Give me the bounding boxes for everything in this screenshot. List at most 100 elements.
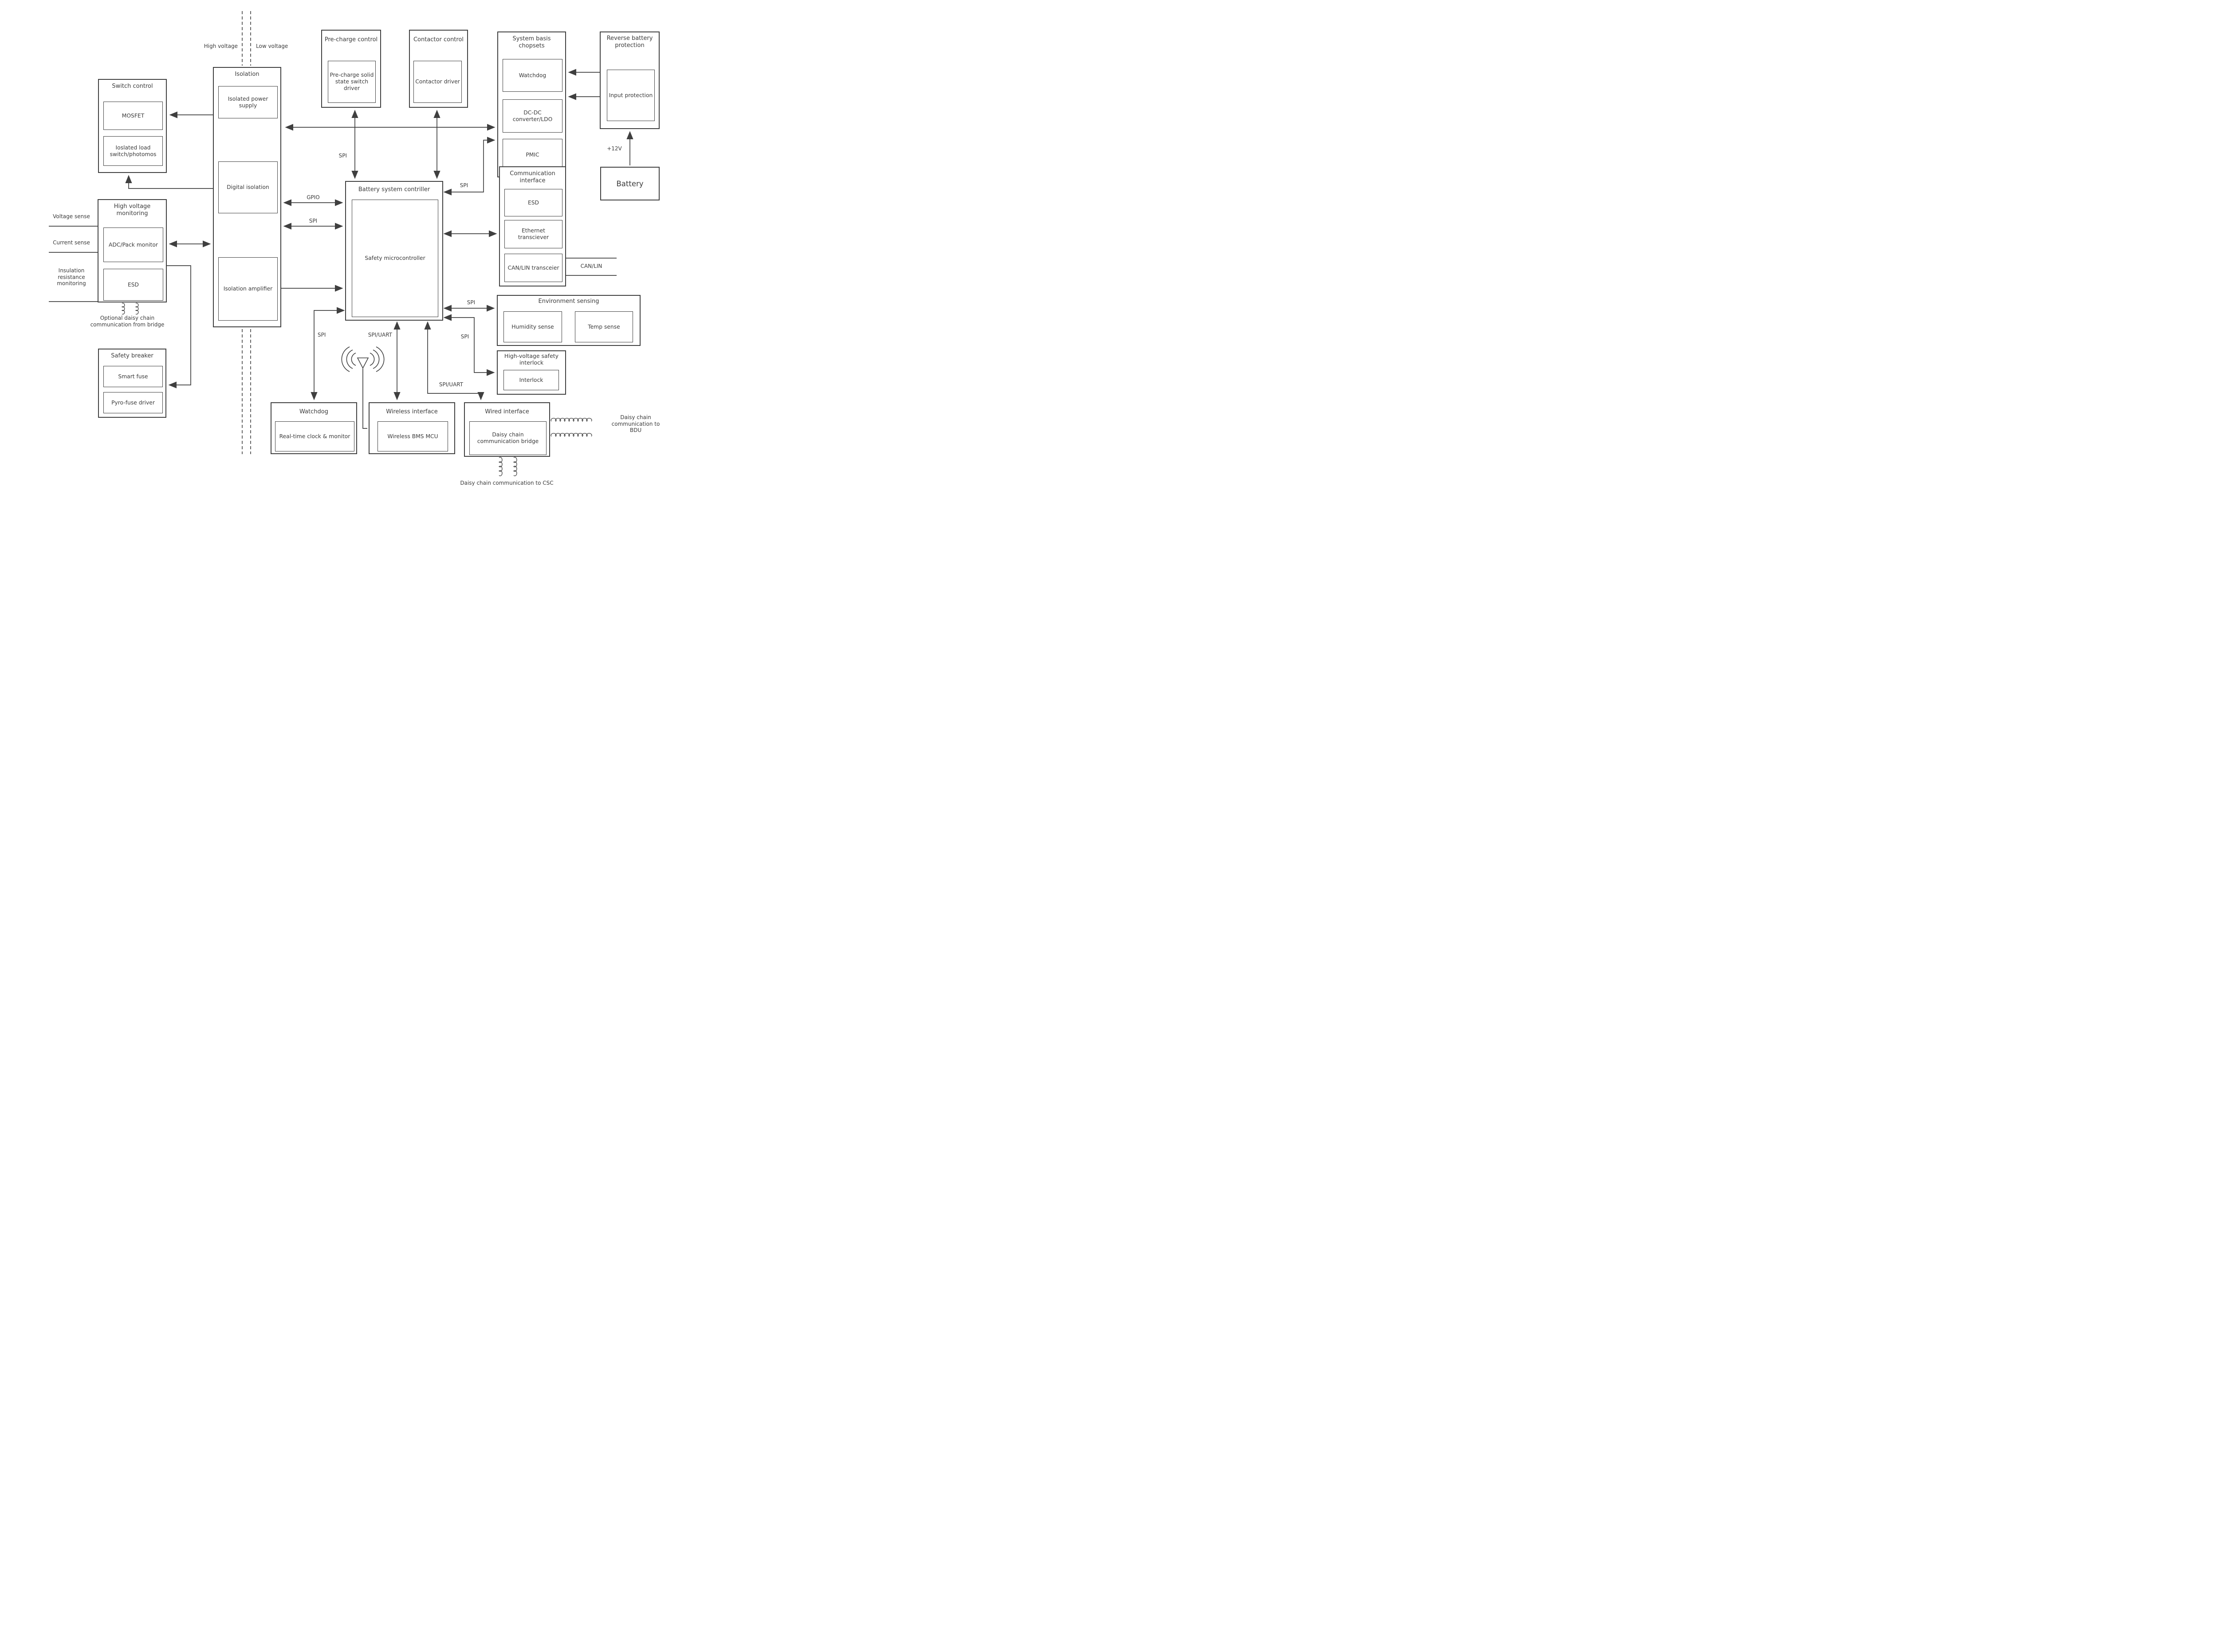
pre-charge-driver-label: Pre-charge solid state switch driver — [330, 72, 374, 91]
antenna-arc-left-2 — [346, 349, 353, 369]
pmic-box: PMIC — [503, 139, 562, 171]
high-voltage-zone-label: High voltage — [204, 43, 238, 49]
optional-daisy-chain-label: Optional daisy chain communication from … — [90, 315, 165, 328]
pre-charge-control-title: Pre-charge control — [324, 36, 378, 43]
plus-12v-label: +12V — [607, 145, 622, 152]
wireless-interface-title: Wireless interface — [386, 408, 438, 415]
comm-esd-box: ESD — [504, 189, 562, 216]
sbc-watchdog-box: Watchdog — [503, 59, 562, 92]
wired-interface-block: Wired interface Daisy chain communicatio… — [464, 402, 550, 457]
antenna-icon — [341, 346, 385, 372]
switch-control-block: Switch control MOSFET Ioslated load swit… — [98, 79, 167, 173]
twisted-pair-csc-2 — [513, 457, 517, 476]
conn-isolation-to-switch-bottom — [125, 175, 213, 189]
contactor-driver-box: Contactor driver — [413, 61, 462, 103]
insulation-monitoring-label: Insulation resistance monitoring — [57, 267, 86, 287]
monitoring-esd-label: ESD — [127, 281, 139, 288]
pre-charge-control-block: Pre-charge control Pre-charge solid stat… — [321, 30, 381, 108]
temp-sense-label: Temp sense — [588, 323, 620, 330]
dcdc-converter-label: DC-DC converter/LDO — [512, 109, 553, 122]
monitoring-esd-box: ESD — [103, 269, 163, 301]
digital-isolation-box: Digital isolation — [218, 161, 278, 213]
system-basis-chopsets-block: System basis chopsets Watchdog DC-DC con… — [497, 31, 566, 177]
adc-pack-monitor-box: ADC/Pack monitor — [103, 228, 163, 262]
spi-uart-wireless-label: SPI/UART — [368, 332, 392, 338]
sbc-watchdog-label: Watchdog — [519, 72, 547, 78]
isolation-title: Isolation — [235, 71, 260, 78]
high-voltage-monitoring-title: High voltage monitoring — [114, 203, 151, 217]
spi-env-label: SPI — [467, 299, 476, 306]
rtc-monitor-label: Real-time clock & monitor — [279, 433, 350, 439]
antenna-arc-right-1 — [370, 353, 375, 366]
antenna-arc-right-2 — [373, 349, 380, 369]
switch-control-title: Switch control — [112, 83, 153, 90]
system-basis-chopsets-title: System basis chopsets — [512, 35, 551, 49]
daisy-chain-bridge-label: Daisy chain communication bridge — [477, 432, 539, 444]
conn-esd-to-safety-breaker — [167, 265, 191, 388]
contactor-control-block: Contactor control Contactor driver — [409, 30, 468, 108]
reverse-battery-protection-block: Reverse battery protection Input protect… — [600, 31, 660, 129]
adc-pack-monitor-label: ADC/Pack monitor — [109, 241, 158, 248]
spi-watchdog-label: SPI — [318, 332, 326, 338]
interlock-label: Interlock — [519, 377, 543, 383]
wireless-bms-mcu-box: Wireless BMS MCU — [378, 421, 448, 451]
isolated-power-supply-box: Isolated power supply — [218, 86, 278, 118]
spi-pmic-label: SPI — [460, 182, 468, 188]
isolation-block: Isolation Isolated power supply Digital … — [213, 67, 281, 327]
comm-esd-label: ESD — [527, 199, 539, 206]
watchdog-bottom-title: Watchdog — [299, 408, 328, 415]
digital-isolation-label: Digital isolation — [227, 184, 269, 190]
twisted-pair-bdu-1 — [551, 418, 592, 422]
canlin-transceiver-label: CAN/LIN transceier — [507, 264, 559, 271]
spi-uart-wired-label: SPI/UART — [439, 381, 464, 388]
high-voltage-monitoring-block: High voltage monitoring ADC/Pack monitor… — [98, 199, 167, 302]
watchdog-bottom-block: Watchdog Real-time clock & monitor — [271, 402, 357, 454]
humidity-sense-box: Humidity sense — [503, 311, 562, 342]
safety-microcontroller-box: Safety microcontroller — [352, 200, 438, 317]
twisted-pair-bdu-2 — [551, 433, 592, 437]
mosfet-box: MOSFET — [103, 102, 163, 130]
interlock-box: Interlock — [503, 370, 559, 390]
dcdc-converter-box: DC-DC converter/LDO — [503, 99, 562, 133]
environment-sensing-block: Environment sensing Humidity sense Temp … — [497, 295, 641, 346]
smart-fuse-box: Smart fuse — [103, 366, 163, 387]
current-sense-label: Current sense — [53, 239, 90, 246]
ethernet-transceiver-box: Ethernet transciever — [504, 220, 562, 248]
battery-block: Battery — [600, 167, 660, 200]
isolated-load-label: Ioslated load switch/photomos — [110, 144, 157, 157]
mosfet-label: MOSFET — [122, 112, 145, 119]
communication-interface-title: Communication interface — [510, 170, 555, 184]
hv-safety-interlock-block: High-voltage safety interlock Interlock — [497, 350, 566, 395]
contactor-control-title: Contactor control — [413, 36, 464, 43]
input-protection-label: Input protection — [609, 92, 653, 98]
battery-system-controller-block: Battery system contriller Safety microco… — [345, 181, 443, 321]
wireless-interface-block: Wireless interface Wireless BMS MCU — [369, 402, 455, 454]
gpio-label: GPIO — [307, 194, 320, 200]
daisy-chain-bridge-box: Daisy chain communication bridge — [469, 421, 547, 455]
contactor-driver-label: Contactor driver — [415, 78, 460, 85]
environment-sensing-title: Environment sensing — [538, 298, 599, 305]
can-lin-external-label: CAN/LIN — [580, 263, 602, 269]
isolation-amplifier-box: Isolation amplifier — [218, 257, 278, 321]
antenna-triangle — [357, 357, 369, 369]
conn-controller-watchdog — [311, 307, 345, 400]
conn-controller-interlock — [443, 314, 495, 376]
twisted-pair-monitoring-2 — [135, 302, 139, 315]
daisy-csc-label: Daisy chain communication to CSC — [460, 480, 554, 486]
smart-fuse-label: Smart fuse — [118, 373, 148, 380]
isolation-amplifier-label: Isolation amplifier — [223, 286, 273, 292]
battery-system-controller-title: Battery system contriller — [358, 186, 430, 193]
ethernet-transceiver-label: Ethernet transciever — [518, 228, 549, 240]
temp-sense-box: Temp sense — [575, 311, 633, 342]
safety-microcontroller-label: Safety microcontroller — [365, 255, 425, 261]
antenna-arc-left-1 — [351, 353, 356, 366]
pyro-fuse-box: Pyro-fuse driver — [103, 392, 163, 413]
spi-bus-label: SPI — [338, 153, 347, 159]
wireless-bms-mcu-label: Wireless BMS MCU — [387, 433, 438, 439]
safety-breaker-block: Safety breaker Smart fuse Pyro-fuse driv… — [98, 349, 166, 418]
spi-interlock-label: SPI — [460, 334, 469, 340]
safety-breaker-title: Safety breaker — [111, 353, 153, 359]
rtc-monitor-box: Real-time clock & monitor — [275, 421, 354, 451]
hv-safety-interlock-title: High-voltage safety interlock — [504, 353, 559, 366]
pyro-fuse-label: Pyro-fuse driver — [111, 399, 155, 406]
